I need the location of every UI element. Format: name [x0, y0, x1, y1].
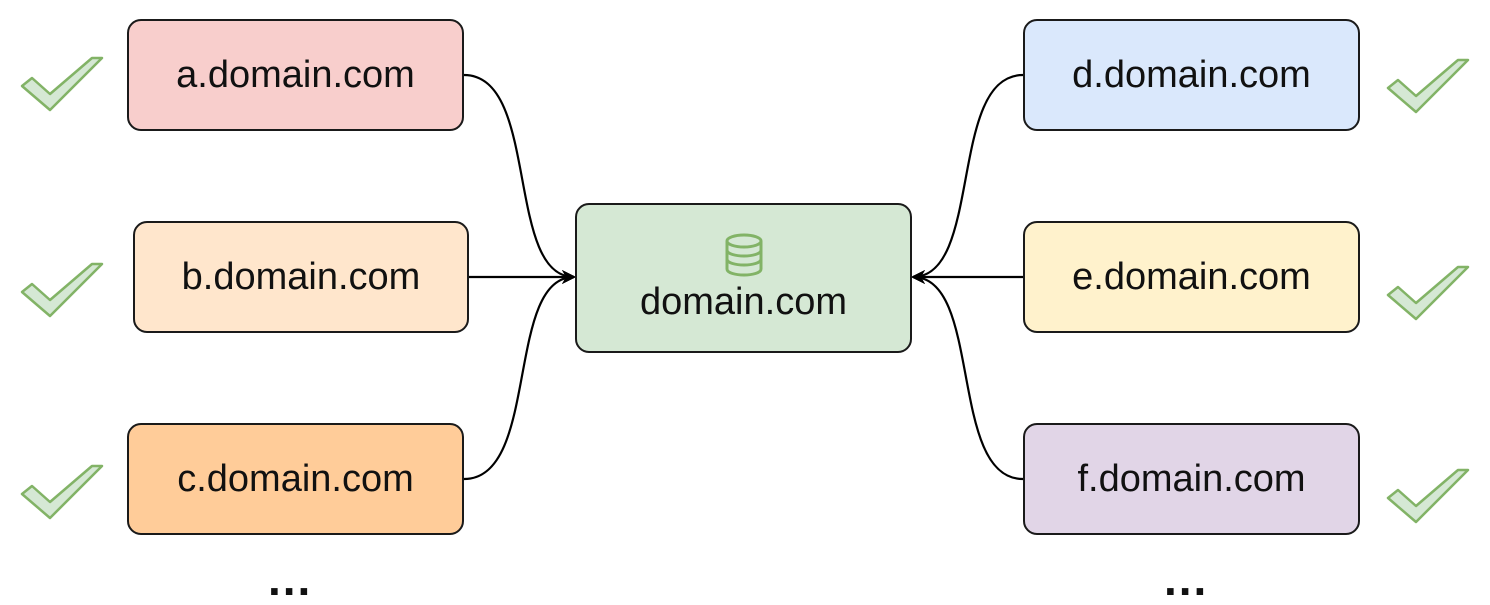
- checkmark-icon: [20, 464, 104, 520]
- edge-c-to-center: [463, 270, 576, 481]
- checkmark-icon: [20, 56, 104, 112]
- checkmark-icon: [1386, 58, 1470, 114]
- checkmark-icon: [1386, 468, 1470, 524]
- node-c-domain: c.domain.com: [127, 423, 464, 535]
- node-b-domain: b.domain.com: [133, 221, 469, 333]
- node-e-label: e.domain.com: [1072, 255, 1311, 298]
- checkmark-icon: [1386, 265, 1470, 321]
- node-d-domain: d.domain.com: [1023, 19, 1360, 131]
- node-a-label: a.domain.com: [176, 53, 415, 96]
- node-d-label: d.domain.com: [1072, 53, 1311, 96]
- edge-a-to-center: [463, 73, 576, 284]
- node-a-domain: a.domain.com: [127, 19, 464, 131]
- center-domain-node: domain.com: [575, 203, 912, 353]
- node-e-domain: e.domain.com: [1023, 221, 1360, 333]
- node-c-label: c.domain.com: [177, 457, 414, 500]
- checkmark-icon: [20, 262, 104, 318]
- node-f-domain: f.domain.com: [1023, 423, 1360, 535]
- more-right-ellipsis: ...: [1164, 553, 1209, 605]
- database-icon: [725, 233, 762, 277]
- center-domain-label: domain.com: [640, 280, 847, 323]
- edge-f-to-center: [911, 270, 1024, 481]
- more-left-ellipsis: ...: [268, 553, 313, 605]
- edge-d-to-center: [911, 73, 1024, 284]
- node-b-label: b.domain.com: [181, 255, 421, 298]
- node-f-label: f.domain.com: [1077, 457, 1306, 500]
